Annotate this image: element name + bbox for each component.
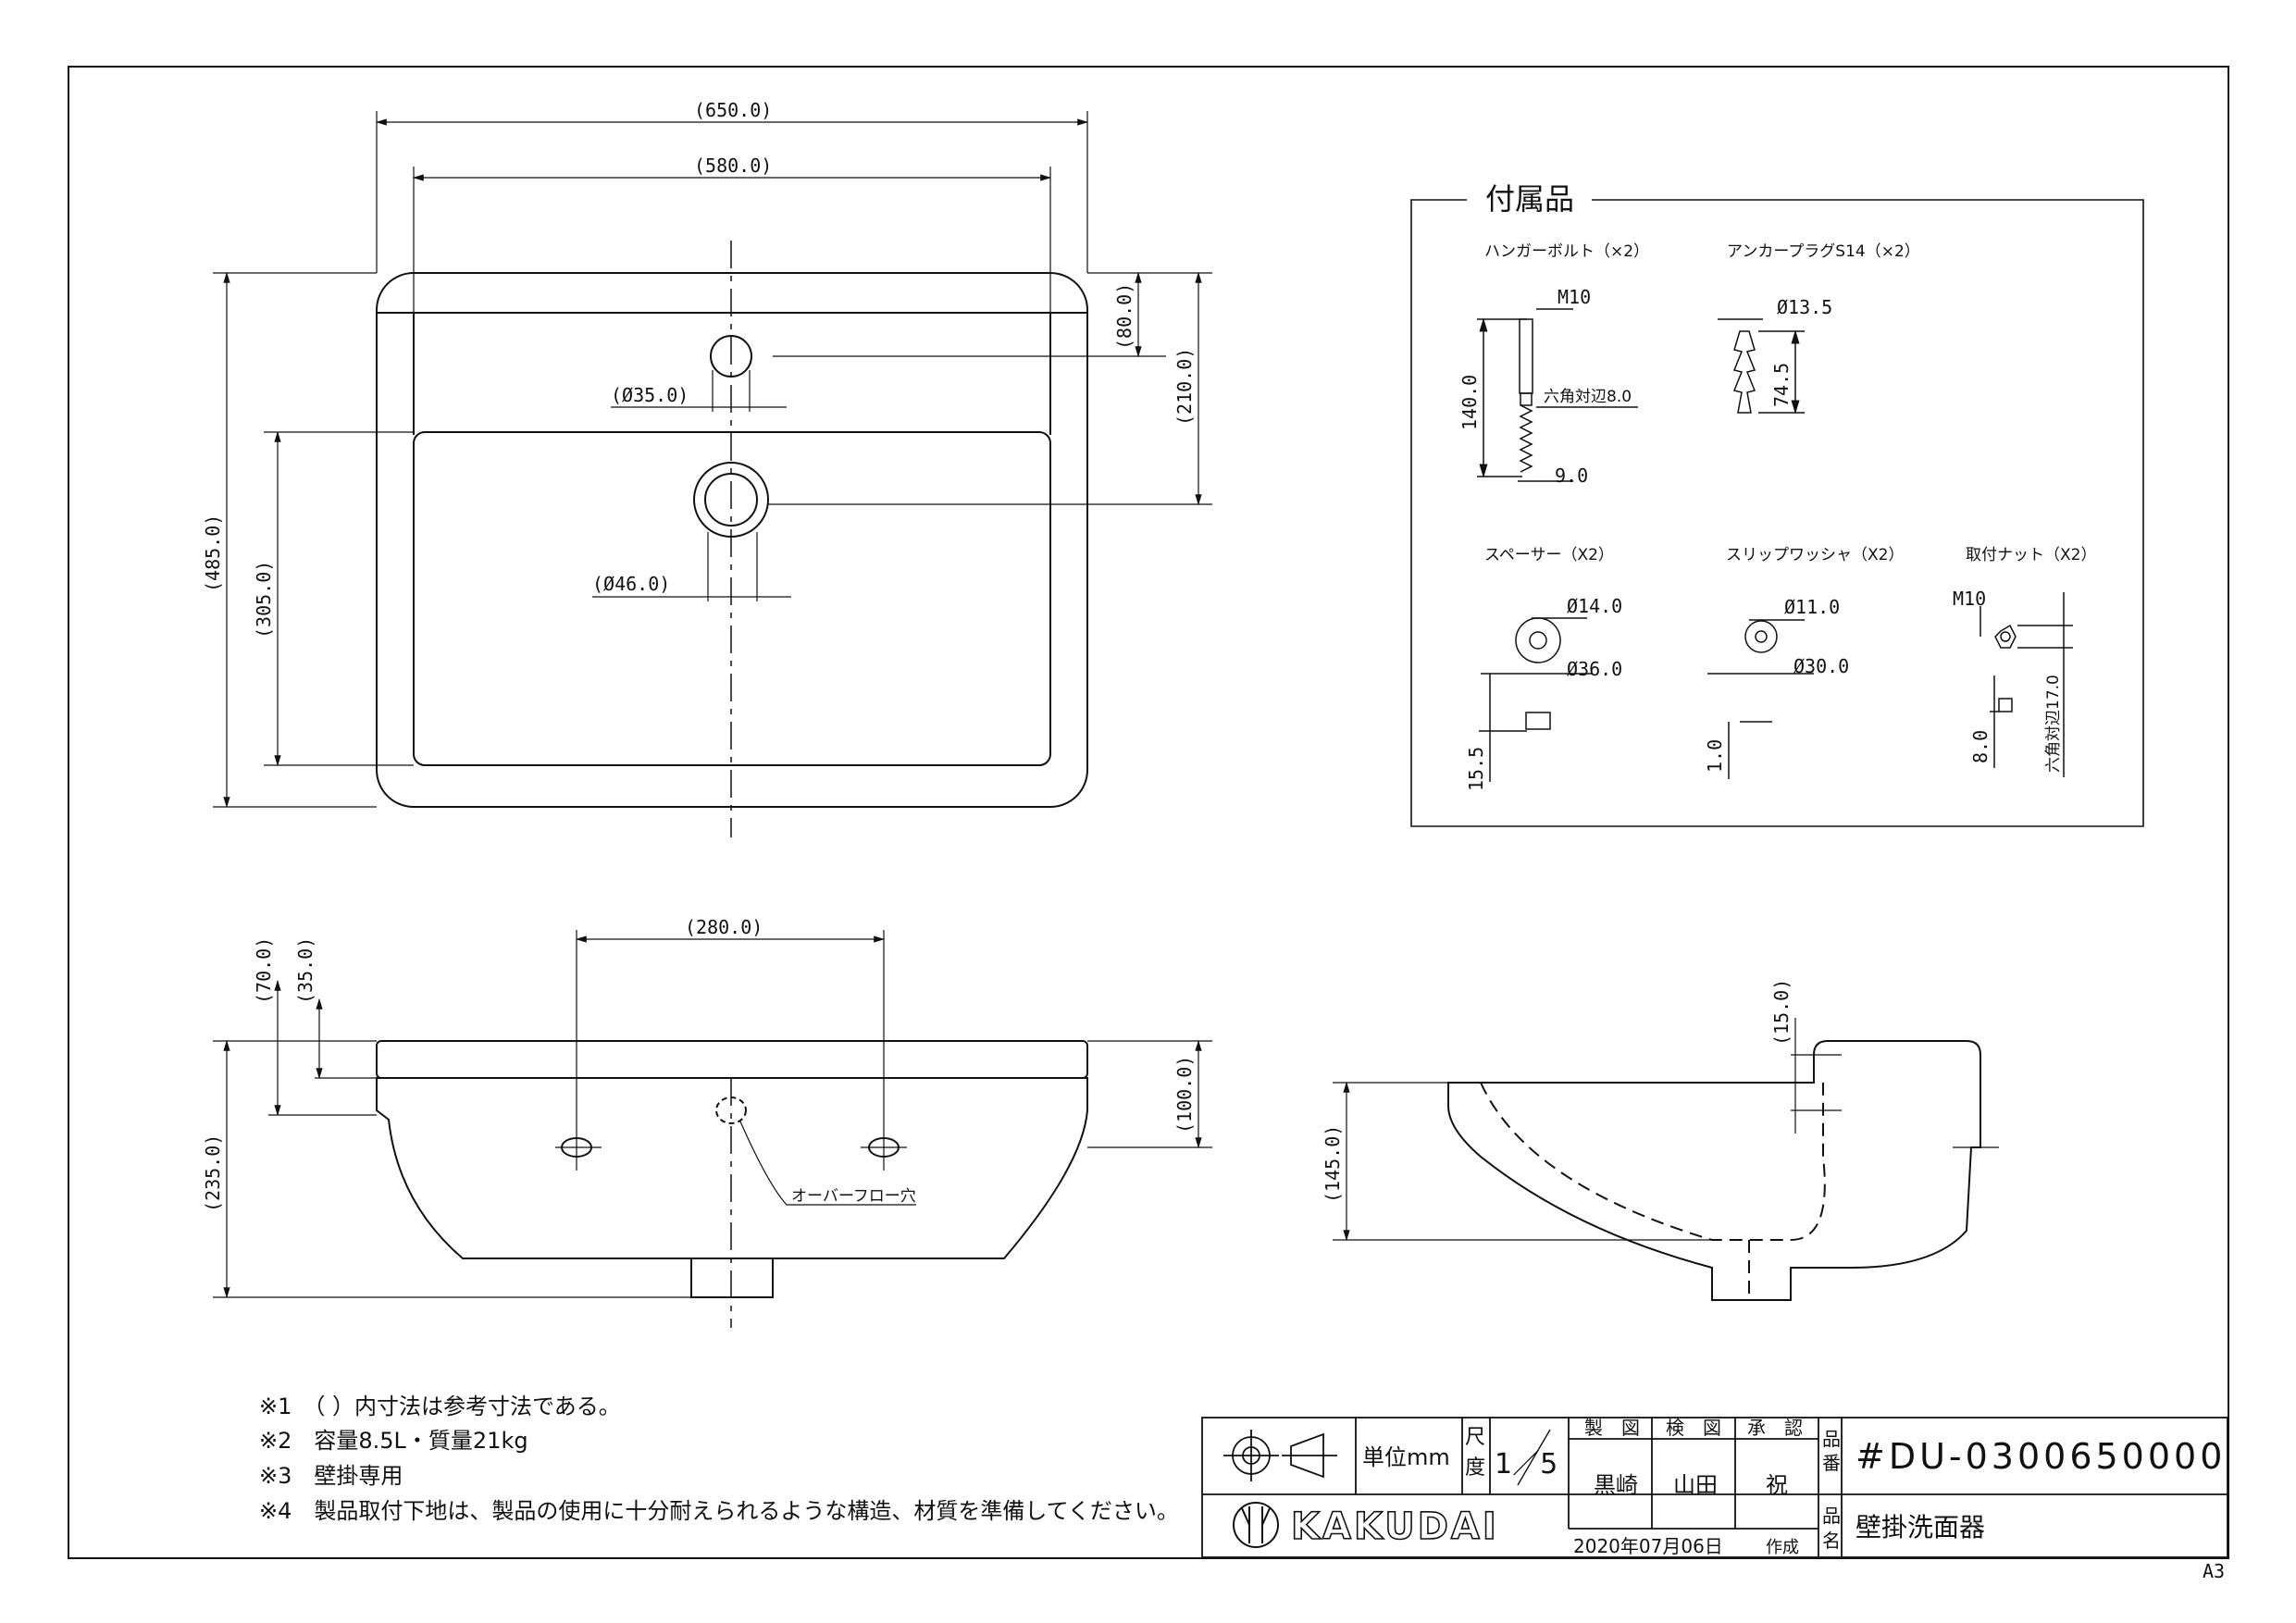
brand-name: KAKUDAI [1291, 1505, 1499, 1548]
sheet-size-label: A3 [2203, 1560, 2225, 1582]
product-name-label: 品 [1822, 1505, 1841, 1527]
product-name: 壁掛洗面器 [1855, 1512, 1985, 1542]
dim-rim-height: (70.0) [253, 937, 275, 1004]
role-drafted: 製 図 [1584, 1417, 1640, 1439]
front-bowl [376, 1077, 1088, 1259]
dim-faucet-hole: (Ø35.0) [611, 384, 689, 406]
product-name-label: 名 [1822, 1530, 1841, 1552]
slip-washer-label: スリップワッシャ（X2） [1726, 546, 1904, 564]
creation-date: 2020年07月06日 [1573, 1535, 1723, 1557]
creation-date-suffix: 作成 [1766, 1538, 1799, 1557]
dim-inner-width: (580.0) [694, 155, 772, 177]
hanger-bolt-drawing [1477, 308, 1638, 482]
anchor-plug-dim: 74.5 [1770, 363, 1793, 407]
dim-bracket-spacing: (280.0) [685, 916, 763, 938]
dim-rim-step: (35.0) [294, 937, 316, 1004]
spacer-label: スペーサー（X2） [1484, 546, 1614, 564]
slip-washer-dim: Ø30.0 [1793, 655, 1849, 677]
basin-outline [376, 272, 1088, 808]
mounting-nut-dim: M10 [1953, 588, 1986, 610]
slip-washer-dim: Ø11.0 [1784, 596, 1840, 618]
slip-washer-drawing [1707, 619, 1814, 779]
dim-basin-depth: (305.0) [253, 561, 275, 638]
hanger-bolt-dim: 140.0 [1458, 375, 1481, 430]
hanger-bolt-dim: 9.0 [1555, 465, 1588, 487]
scale-value: 1／5 [1495, 1448, 1558, 1481]
anchor-plug-drawing [1718, 318, 1805, 415]
front-drain [690, 1258, 774, 1298]
hanger-bolt-dim: 六角対辺8.0 [1544, 388, 1632, 406]
dim-side-offset: (15.0) [1770, 979, 1793, 1046]
accessories-title: 付属品 [1485, 181, 1574, 217]
mounting-nut-label: 取付ナット（X2） [1966, 546, 2096, 564]
note-1: ※1 （ ）内寸法は参考寸法である。 [259, 1394, 621, 1419]
side-profile [1447, 1040, 1981, 1301]
anchor-plug-dim: Ø13.5 [1777, 296, 1832, 318]
part-no-label: 番 [1822, 1452, 1841, 1474]
dim-rim-side: (100.0) [1173, 1056, 1196, 1134]
basin-bowl [413, 431, 1051, 766]
name-checked: 山田 [1673, 1472, 1718, 1498]
spacer-dim: Ø14.0 [1567, 595, 1622, 617]
overflow-label: オーバーフロー穴 [791, 1187, 916, 1206]
spacer-dim: Ø36.0 [1567, 658, 1622, 680]
accessories-box [1410, 199, 2144, 827]
mounting-nut-dim: 8.0 [1969, 730, 1992, 763]
spacer-dim: 15.5 [1465, 747, 1487, 791]
kakudai-logo-icon [1233, 1502, 1279, 1548]
dim-overall-depth: (485.0) [202, 514, 224, 592]
front-view [213, 930, 1212, 1328]
top-view [213, 111, 1212, 837]
name-drafted: 黒崎 [1594, 1472, 1638, 1498]
part-number: #DU-0300650000 [1855, 1436, 2226, 1477]
mounting-nut-dim: 六角対辺17.0 [2044, 675, 2063, 773]
title-block [1201, 1417, 2228, 1558]
scale-label: 尺 [1465, 1426, 1485, 1449]
note-3: ※3 壁掛専用 [259, 1463, 403, 1489]
unit-label: 単位mm [1362, 1444, 1450, 1470]
note-2: ※2 容量8.5L・質量21kg [259, 1428, 528, 1454]
dim-front-height: (235.0) [202, 1134, 224, 1212]
hanger-bolt-label: ハンガーボルト（×2） [1484, 242, 1649, 261]
dim-side-depth: (145.0) [1322, 1125, 1344, 1203]
dim-drain-hole: (Ø46.0) [592, 573, 670, 595]
sheet-border [68, 66, 2229, 1559]
slip-washer-dim: 1.0 [1704, 739, 1726, 773]
mounting-nut-drawing [1980, 592, 2073, 777]
front-rim [376, 1040, 1088, 1079]
spacer-drawing [1479, 617, 1592, 782]
note-4: ※4 製品取付下地は、製品の使用に十分耐えられるような構造、材質を準備してくださ… [259, 1498, 1179, 1524]
dim-drain-offset: (210.0) [1173, 348, 1196, 426]
projection-symbol-icon [1223, 1430, 1337, 1481]
role-approved: 承 認 [1747, 1417, 1803, 1439]
side-view [1333, 1018, 1999, 1301]
role-checked: 検 図 [1666, 1417, 1721, 1439]
name-approved: 祝 [1766, 1472, 1788, 1498]
dim-faucet-offset: (80.0) [1113, 283, 1136, 350]
anchor-plug-label: アンカープラグS14（×2） [1727, 242, 1920, 261]
hanger-bolt-dim: M10 [1558, 286, 1591, 308]
scale-label: 度 [1465, 1456, 1485, 1480]
dim-overall-width: (650.0) [694, 99, 772, 121]
part-no-label: 品 [1822, 1428, 1841, 1450]
